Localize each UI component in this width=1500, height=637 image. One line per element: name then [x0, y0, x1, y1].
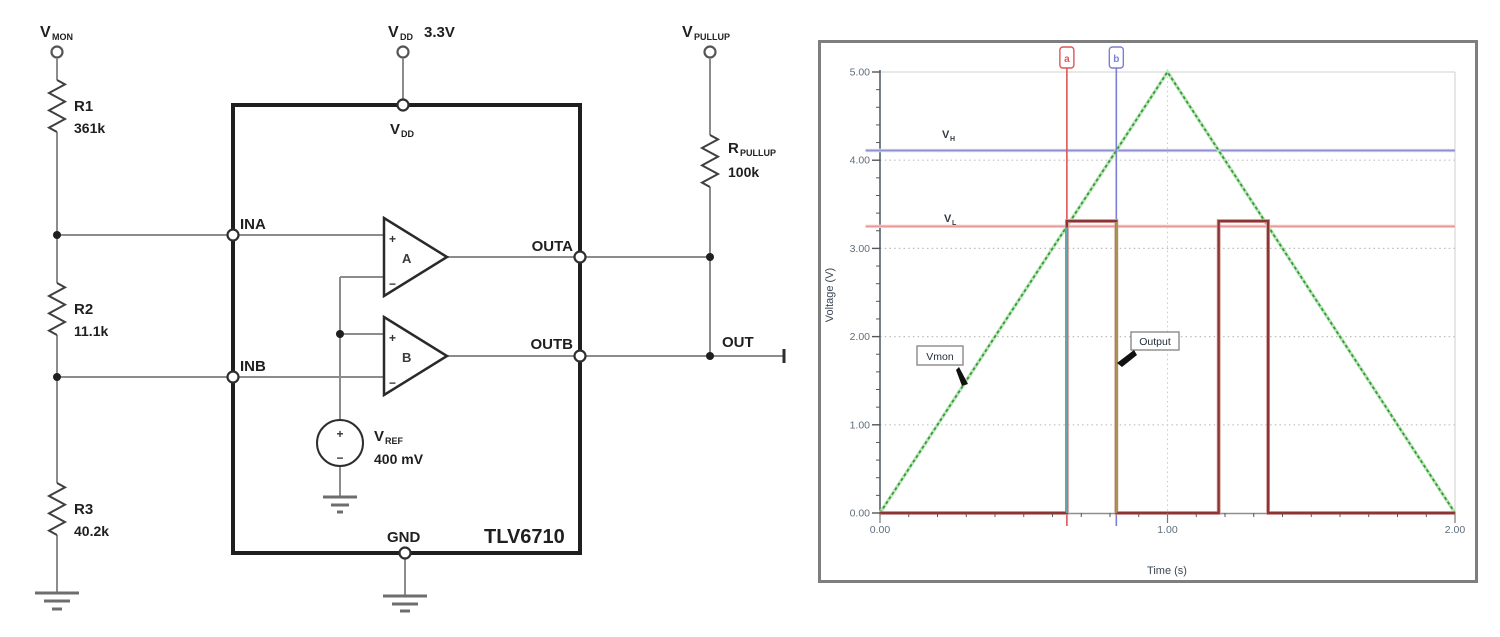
junction: [706, 352, 714, 360]
y-axis-title: Voltage (V): [824, 268, 836, 322]
pin-vdd-label: V: [390, 121, 400, 138]
tick-labels: 0.00 1.00 2.00 3.00 4.00 5.00 0.00 1.00 2.00: [850, 67, 1466, 537]
resistor-r1: [46, 79, 68, 133]
plus-symbol: +: [389, 232, 396, 246]
rpullup-value: 100k: [728, 164, 759, 180]
pin-ina: [226, 228, 240, 242]
pin-outa-label: OUTA: [532, 238, 574, 255]
vpullup-label-sub: PULLUP: [694, 32, 730, 42]
x-tick-label: 1.00: [1157, 524, 1178, 536]
pin-inb: [226, 370, 240, 384]
schematic: V MON V DD 3.3V V PULLUP: [35, 24, 786, 613]
r3-value: 40.2k: [74, 523, 109, 539]
ticks: [872, 71, 1456, 523]
cursor-a-flag[interactable]: [1059, 46, 1075, 69]
rpullup-name-sub: PULLUP: [740, 148, 776, 158]
vmon-annotation: Vmon: [916, 345, 968, 386]
plus-symbol: +: [389, 331, 396, 345]
vmon-label: V: [40, 24, 51, 41]
x-axis-title: Time (s): [1147, 565, 1187, 577]
pin-outa: [573, 250, 587, 264]
y-tick-label: 2.00: [850, 331, 871, 343]
minus-symbol: −: [389, 277, 396, 291]
vl-label-sub: L: [952, 220, 957, 227]
pin-inb-label: INB: [240, 358, 266, 375]
y-tick-label: 1.00: [850, 419, 871, 431]
pin-outb: [573, 349, 587, 363]
pin-ina-label: INA: [240, 216, 266, 233]
series-vmon: [879, 70, 1456, 514]
pin-vdd-label-sub: DD: [401, 129, 414, 139]
r2-value: 11.1k: [74, 323, 108, 339]
ground-vref: [323, 495, 357, 514]
vl-label: V: [944, 213, 952, 225]
vdd-supply-value: 3.3V: [424, 24, 455, 41]
junction: [336, 330, 344, 338]
vdd-supply-label-sub: DD: [400, 32, 413, 42]
plus-symbol: +: [336, 427, 343, 441]
wires: [56, 58, 786, 596]
output-annotation-arrow: [1117, 350, 1137, 367]
junction: [53, 231, 61, 239]
cursor-b-flag-label: b: [1113, 54, 1119, 65]
vdd-supply-label: V: [388, 24, 399, 41]
vpullup-label: V: [682, 24, 693, 41]
vdd-terminal: [396, 45, 410, 59]
x-tick-label: 0.00: [870, 524, 891, 536]
y-tick-label: 5.00: [850, 67, 871, 79]
r3-name: R3: [74, 501, 93, 518]
pin-outb-label: OUTB: [531, 336, 574, 353]
resistor-r3: [46, 482, 68, 536]
y-tick-label: 0.00: [850, 508, 871, 520]
chip-name: TLV6710: [484, 526, 565, 548]
resistor-rpullup: [699, 134, 721, 188]
vh-label: V: [942, 129, 950, 141]
rpullup-name: R: [728, 140, 739, 157]
pin-gnd: [398, 546, 412, 560]
vref-source: + −: [316, 419, 364, 467]
junction: [53, 373, 61, 381]
vmon-annotation-text: Vmon: [926, 351, 954, 363]
vpullup-terminal: [703, 45, 717, 59]
comparator-b-label: B: [402, 350, 411, 365]
ground-r3: [35, 591, 79, 611]
r1-value: 361k: [74, 120, 105, 136]
cursor-a-flag-label: a: [1064, 54, 1070, 65]
y-tick-label: 4.00: [850, 155, 871, 167]
pin-vdd: [396, 98, 410, 112]
minus-symbol: −: [336, 451, 343, 465]
junction: [706, 253, 714, 261]
vref-label-sub: REF: [385, 436, 404, 446]
minus-symbol: −: [389, 376, 396, 390]
r1-name: R1: [74, 98, 93, 115]
pin-gnd-label: GND: [387, 529, 421, 546]
vref-value: 400 mV: [374, 451, 424, 467]
output-annotation-text: Output: [1139, 336, 1171, 348]
comparator-a: + − A: [382, 215, 450, 299]
vref-label: V: [374, 428, 384, 445]
resistor-r2: [46, 282, 68, 336]
vmon-label-sub: MON: [52, 32, 73, 42]
ground-gnd-pin: [383, 594, 427, 613]
comparator-b: + − B: [382, 314, 450, 398]
vmon-terminal: [50, 45, 64, 59]
cursor-b-flag[interactable]: [1108, 46, 1125, 69]
comparator-a-label: A: [402, 251, 412, 266]
gridlines: [880, 71, 1455, 513]
r2-name: R2: [74, 301, 93, 318]
out-label: OUT: [722, 334, 754, 351]
output-annotation: Output: [1117, 331, 1180, 367]
vh-label-sub: H: [950, 136, 955, 143]
ic-body: [231, 103, 582, 555]
y-tick-label: 3.00: [850, 243, 871, 255]
vmon-annotation-arrow: [956, 367, 968, 386]
x-tick-label: 2.00: [1445, 524, 1466, 536]
